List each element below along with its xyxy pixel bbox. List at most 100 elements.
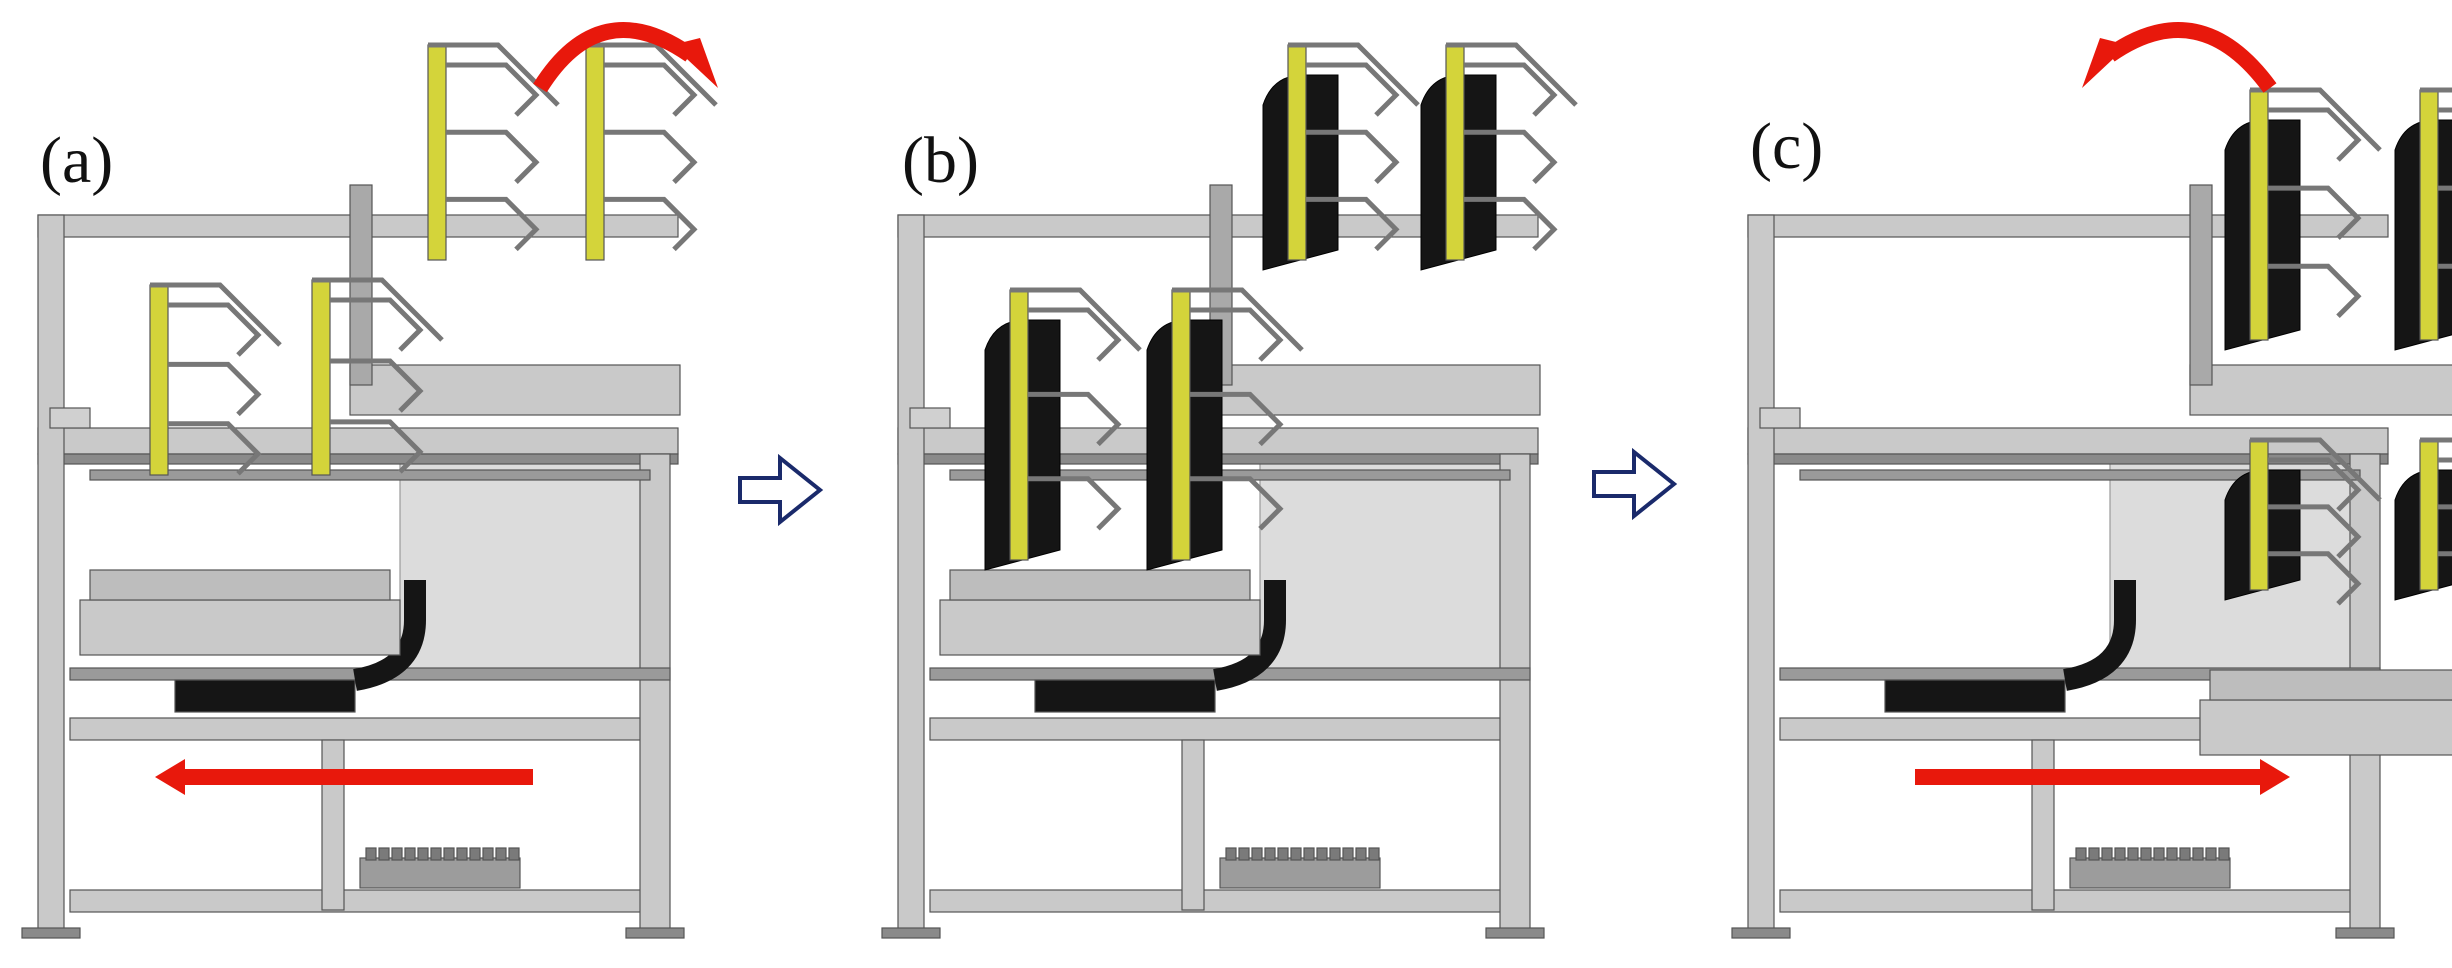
rack-arm: [2268, 504, 2362, 559]
machine-panel-b: [881, 42, 1578, 939]
tray-slot: [443, 847, 455, 861]
tray-slot: [2140, 847, 2152, 861]
panel-label-a: (a): [40, 124, 114, 197]
frame-leg-right: [639, 453, 671, 935]
rack-arm: [604, 129, 698, 184]
cable-chain: [1034, 679, 1216, 713]
frame-leg-mid: [321, 739, 345, 911]
foot-right: [2335, 927, 2395, 939]
foot-left: [21, 927, 81, 939]
yellow-rail: [1171, 289, 1191, 561]
upper-rack-2: [2394, 87, 2452, 351]
tray-slot: [2088, 847, 2100, 861]
tray-slot: [482, 847, 494, 861]
rack-top-arm: [312, 277, 444, 342]
lower-carriage-base: [2199, 699, 2452, 756]
frame-leg-mid: [2031, 739, 2055, 911]
background-panel: [1259, 459, 1511, 671]
tray-slot: [2075, 847, 2087, 861]
tray-slot: [404, 847, 416, 861]
red-curved-arrow-icon: [672, 38, 718, 88]
rack-arm: [2268, 457, 2362, 512]
lower-carriage-plate: [89, 569, 391, 601]
rack-top-arm: [150, 282, 282, 347]
cable-chain-bend: [352, 580, 426, 691]
rack-arm: [1464, 196, 1558, 252]
upper-rack-2: [1420, 42, 1578, 271]
lower-carriage-plate: [949, 569, 1251, 601]
tray-slot: [2205, 847, 2217, 861]
rack-arm: [330, 419, 424, 474]
yellow-rail: [585, 44, 605, 261]
panel-label-b: (b): [902, 124, 979, 197]
frame-leg-right: [1499, 453, 1531, 935]
lower-carriage-plate: [2209, 669, 2452, 701]
upper-rack-1: [1262, 42, 1420, 271]
rack-arm: [446, 196, 540, 252]
lower-rack-2: [311, 277, 444, 476]
frame-deck-shadow: [37, 453, 679, 465]
tray-slot: [1342, 847, 1354, 861]
rack-arm: [2268, 263, 2362, 319]
rack-arm: [446, 129, 540, 184]
tray-slot: [1225, 847, 1237, 861]
lower-rack-2: [1146, 287, 1304, 571]
rack-arm: [604, 62, 698, 117]
tray-slot: [1329, 847, 1341, 861]
upper-carriage-post: [349, 184, 373, 386]
rack-arm: [446, 62, 540, 117]
foot-right: [625, 927, 685, 939]
yellow-rail: [2419, 89, 2439, 341]
tray-slot: [2218, 847, 2230, 861]
yellow-rail: [311, 279, 331, 476]
lower-carriage-base: [939, 599, 1261, 656]
rack-arm: [1190, 476, 1284, 531]
tray-slot: [2166, 847, 2178, 861]
tray-slot: [1368, 847, 1380, 861]
yellow-rail: [2249, 89, 2269, 341]
background-panel: [399, 459, 651, 671]
tray-slot: [1238, 847, 1250, 861]
frame-bottom-rail: [1779, 889, 2361, 913]
lower-rack-1: [149, 282, 282, 476]
frame-leg-left: [37, 214, 65, 936]
tray-slot: [417, 847, 429, 861]
hollow-right-arrow-icon: [738, 453, 824, 527]
rack-arm: [1306, 62, 1400, 117]
rack-top-arm: [1446, 42, 1578, 107]
rack-arm: [2268, 185, 2362, 240]
lower-rack-1: [2224, 437, 2382, 606]
frame-lower-rail: [929, 717, 1511, 741]
rack-top-arm: [1172, 287, 1304, 352]
rack-arm: [168, 361, 262, 417]
rack-top-arm: [2250, 87, 2382, 152]
tray-slot: [378, 847, 390, 861]
cable-chain: [174, 679, 356, 713]
red-curved-arrow-icon-arc: [533, 22, 695, 93]
yellow-rail: [149, 284, 169, 476]
tray-slot: [2179, 847, 2191, 861]
rack-arm: [2268, 551, 2362, 606]
deck-fitting: [1759, 407, 1801, 429]
tray-slot: [1316, 847, 1328, 861]
rack-arm: [1028, 391, 1122, 447]
foot-left: [881, 927, 941, 939]
tray-slot: [430, 847, 442, 861]
tray-slot: [495, 847, 507, 861]
cable-chain-bend: [1212, 580, 1286, 691]
yellow-rail: [2419, 439, 2439, 591]
tray-slot: [1303, 847, 1315, 861]
tray-slot: [2153, 847, 2165, 861]
deck-fitting: [49, 407, 91, 429]
rack-arm: [1464, 62, 1558, 117]
bottom-tray: [359, 857, 521, 889]
frame-deck: [37, 427, 679, 455]
rack-top-arm: [2420, 437, 2452, 443]
rack-arm: [330, 297, 424, 352]
shaft-upper: [1799, 469, 2361, 481]
tray-slot: [1251, 847, 1263, 861]
cable-chain-bend: [2062, 580, 2136, 691]
rack-arm: [330, 358, 424, 413]
tray-slot: [1264, 847, 1276, 861]
